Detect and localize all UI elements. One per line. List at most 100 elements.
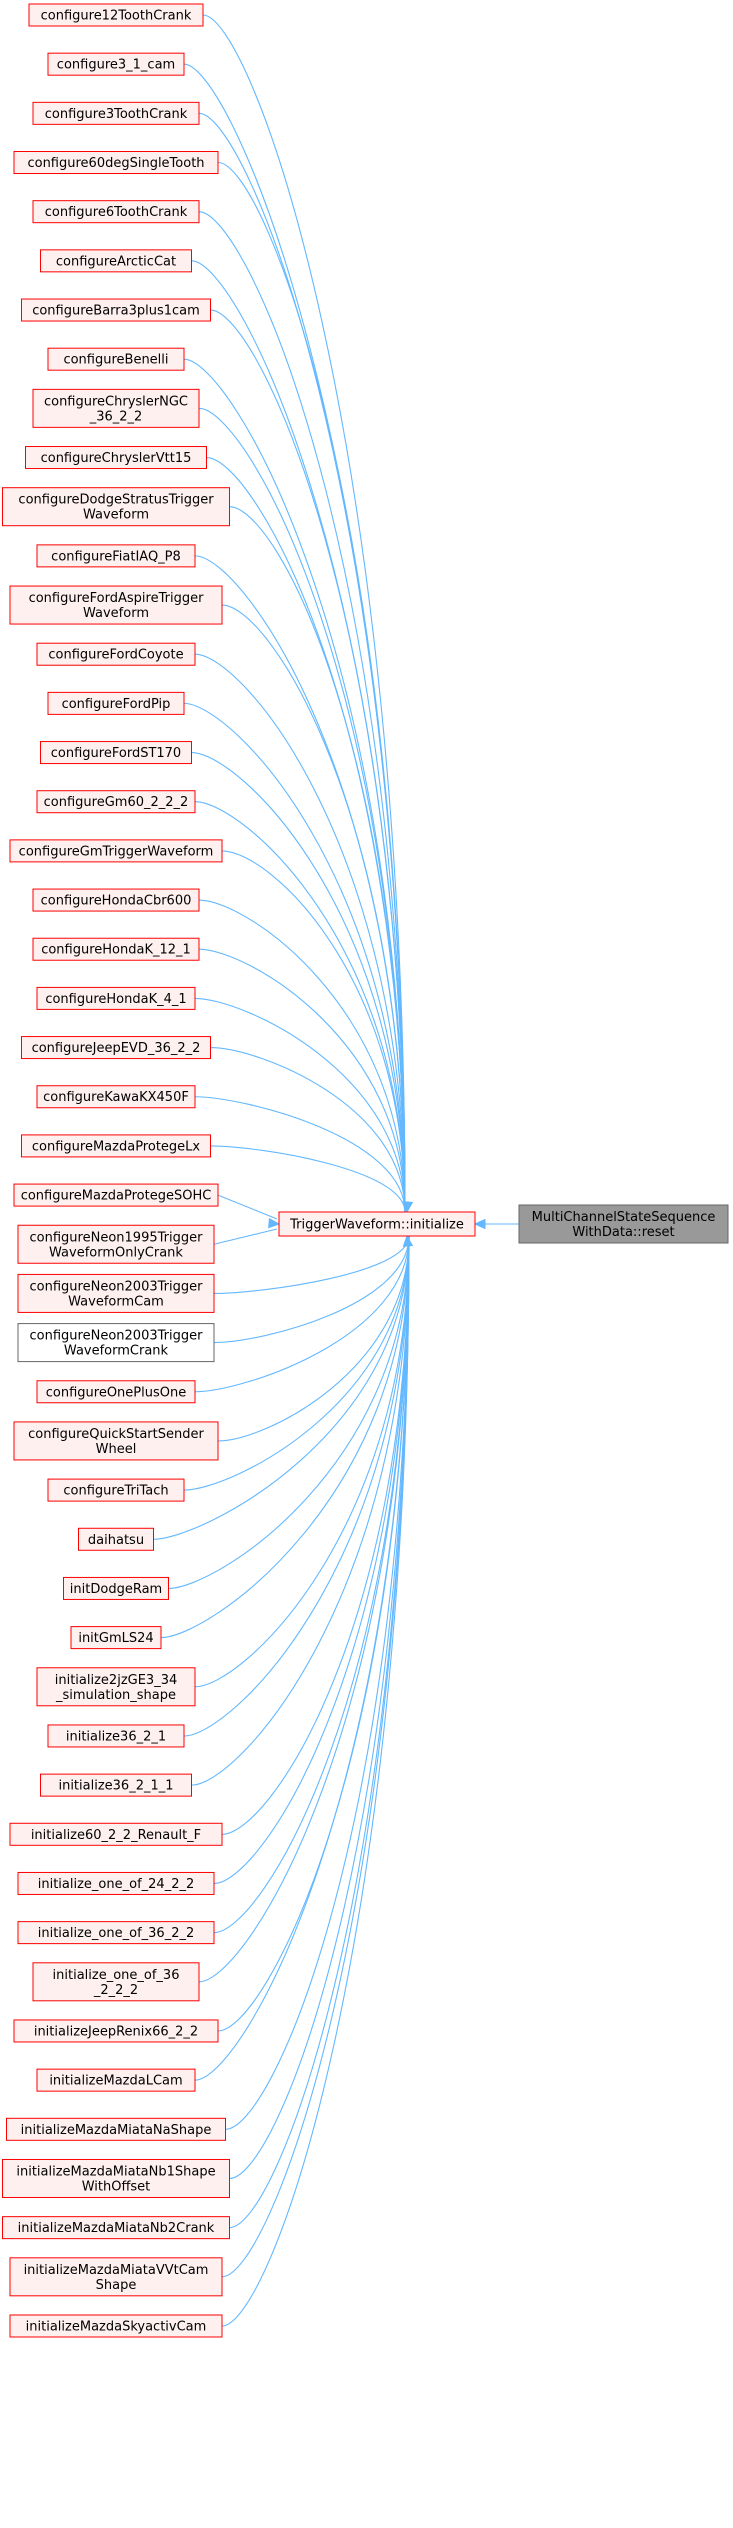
caller-node-box bbox=[40, 249, 192, 273]
caller-node[interactable]: initializeMazdaMiataNaShape bbox=[6, 2117, 226, 2141]
call-edge bbox=[210, 1047, 406, 1213]
caller-node[interactable]: initialize_one_of_24_2_2 bbox=[17, 1871, 215, 1895]
caller-node-label: initializeMazdaMiataNb1Shape bbox=[16, 2164, 215, 2179]
caller-node-label: configure12ToothCrank bbox=[41, 9, 192, 24]
call-edge bbox=[160, 1235, 410, 1639]
caller-node[interactable]: configureNeon1995TriggerWaveformOnlyCran… bbox=[17, 1224, 215, 1264]
caller-node[interactable]: initialize2jzGE3_34_simulation_shape bbox=[36, 1667, 196, 1707]
caller-node-box bbox=[17, 1273, 215, 1313]
arrowhead-icon bbox=[473, 1218, 486, 1230]
caller-node-label: configureArcticCat bbox=[56, 254, 176, 269]
caller-node[interactable]: configureFordST170 bbox=[40, 741, 192, 765]
hub-node-box bbox=[278, 1211, 476, 1237]
caller-node[interactable]: daihatsu bbox=[78, 1527, 154, 1551]
call-edges bbox=[153, 14, 519, 2327]
call-edge bbox=[194, 1235, 410, 1393]
caller-node-label: configure60degSingleTooth bbox=[27, 156, 204, 171]
caller-node-label: configureHondaCbr600 bbox=[41, 894, 192, 909]
caller-node[interactable]: initializeMazdaSkyactivCam bbox=[9, 2314, 223, 2338]
call-edge bbox=[198, 112, 406, 1213]
caller-node[interactable]: initialize_one_of_36_2_2 bbox=[17, 1921, 215, 1945]
target-node-label: WithData::reset bbox=[572, 1225, 674, 1240]
caller-node-box bbox=[40, 741, 192, 765]
caller-node[interactable]: initializeJeepRenix66_2_2 bbox=[13, 2019, 219, 2043]
caller-node[interactable]: configureTriTach bbox=[47, 1478, 185, 1502]
caller-node[interactable]: initialize36_2_1_1 bbox=[40, 1773, 192, 1797]
caller-node-box bbox=[17, 1323, 215, 1363]
caller-node[interactable]: configureChryslerVtt15 bbox=[25, 446, 207, 470]
call-edge bbox=[183, 1235, 410, 1737]
call-edge bbox=[183, 1235, 410, 1491]
caller-node-label: initializeMazdaSkyactivCam bbox=[26, 2319, 207, 2334]
caller-node-label: WaveformOnlyCrank bbox=[49, 1245, 183, 1260]
call-edge bbox=[213, 1235, 410, 1294]
caller-node-label: WaveformCrank bbox=[64, 1344, 169, 1359]
caller-node[interactable]: configureGm60_2_2_2 bbox=[36, 790, 196, 814]
caller-node[interactable]: configureChryslerNGC_36_2_2 bbox=[32, 388, 200, 428]
caller-node[interactable]: initGmLS24 bbox=[70, 1626, 162, 1650]
caller-node-label: Waveform bbox=[83, 606, 149, 621]
caller-node-box bbox=[32, 937, 200, 961]
caller-node[interactable]: configureHondaCbr600 bbox=[32, 888, 200, 912]
caller-node-label: initialize60_2_2_Renault_F bbox=[31, 1828, 201, 1843]
caller-node[interactable]: initializeMazdaLCam bbox=[36, 2068, 196, 2092]
caller-node[interactable]: configureFiatIAQ_P8 bbox=[36, 544, 196, 568]
call-edge bbox=[168, 1235, 410, 1589]
call-edge bbox=[229, 1235, 410, 2229]
caller-node[interactable]: configure12ToothCrank bbox=[28, 3, 204, 27]
caller-node[interactable]: configureOnePlusOne bbox=[36, 1380, 196, 1404]
caller-node[interactable]: configureBenelli bbox=[47, 347, 185, 371]
caller-node-box bbox=[6, 2117, 226, 2141]
caller-node[interactable]: configure60degSingleTooth bbox=[13, 151, 219, 175]
caller-node[interactable]: initialize_one_of_36_2_2_2 bbox=[32, 1962, 200, 2002]
caller-node-box bbox=[2, 487, 230, 527]
caller-node[interactable]: configure6ToothCrank bbox=[32, 200, 200, 224]
caller-node[interactable]: configureHondaK_12_1 bbox=[32, 937, 200, 961]
caller-node[interactable]: configureBarra3plus1cam bbox=[21, 298, 211, 322]
caller-node[interactable]: configureMazdaProtegeSOHC bbox=[13, 1183, 219, 1207]
caller-node-label: configureDodgeStratusTrigger bbox=[18, 493, 214, 508]
caller-node[interactable]: configureGmTriggerWaveform bbox=[9, 839, 223, 863]
caller-node[interactable]: configureArcticCat bbox=[40, 249, 192, 273]
caller-node[interactable]: initializeMazdaMiataNb2Crank bbox=[2, 2216, 230, 2240]
caller-node-box bbox=[47, 52, 185, 76]
hub-node[interactable]: TriggerWaveform::initialize bbox=[278, 1211, 476, 1237]
caller-node[interactable]: configure3ToothCrank bbox=[32, 101, 200, 125]
caller-node[interactable]: configureFordPip bbox=[47, 691, 185, 715]
caller-node[interactable]: configureJeepEVD_36_2_2 bbox=[21, 1036, 211, 1060]
caller-node-box bbox=[36, 790, 196, 814]
caller-node-label: configureNeon2003Trigger bbox=[30, 1279, 204, 1294]
caller-node-box bbox=[47, 347, 185, 371]
caller-node-box bbox=[36, 2068, 196, 2092]
caller-node-label: initializeMazdaMiataNaShape bbox=[21, 2123, 212, 2138]
call-edge bbox=[191, 1235, 410, 1786]
caller-node[interactable]: initialize36_2_1 bbox=[47, 1724, 185, 1748]
graph-nodes: configure12ToothCrank configure3_1_camcon… bbox=[2, 3, 729, 2338]
call-edge bbox=[191, 752, 406, 1213]
caller-node[interactable]: configureHondaK_4_1 bbox=[36, 986, 196, 1010]
caller-node[interactable]: configureFordCoyote bbox=[36, 642, 196, 666]
caller-node[interactable]: configure3_1_cam bbox=[47, 52, 185, 76]
caller-node-label: _simulation_shape bbox=[55, 1688, 176, 1703]
call-edge bbox=[194, 555, 406, 1213]
caller-node-box bbox=[47, 1724, 185, 1748]
caller-node-box bbox=[13, 151, 219, 175]
caller-node[interactable]: configureKawaKX450F bbox=[36, 1085, 196, 1109]
call-edge bbox=[210, 1145, 406, 1213]
caller-node[interactable]: initDodgeRam bbox=[63, 1576, 169, 1600]
caller-node[interactable]: configureMazdaProtegeLx bbox=[21, 1134, 211, 1158]
caller-node-label: configureGmTriggerWaveform bbox=[19, 844, 214, 859]
caller-node[interactable]: initialize60_2_2_Renault_F bbox=[9, 1822, 223, 1846]
caller-node-box bbox=[13, 1183, 219, 1207]
call-edge bbox=[213, 1228, 278, 1245]
caller-node-label: initializeMazdaMiataNb2Crank bbox=[18, 2221, 215, 2236]
